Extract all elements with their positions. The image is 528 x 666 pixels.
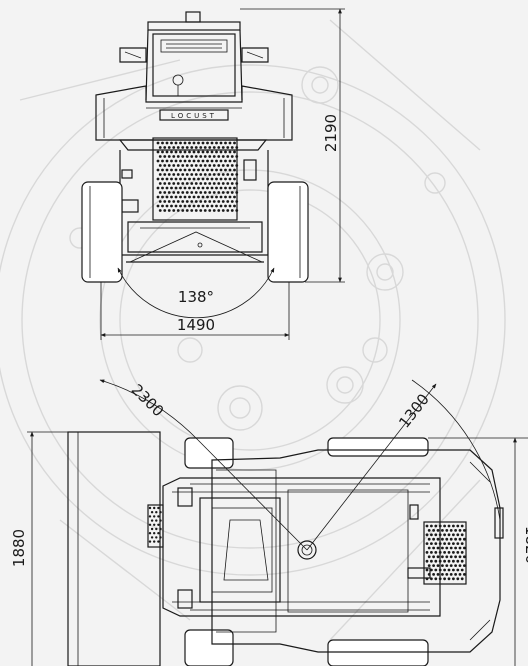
front-height-label: 2190 (322, 114, 340, 152)
top-turn-rear-label: 1300 (395, 390, 433, 431)
top-turn-rear-dimension: 1300 (306, 379, 501, 551)
top-length-right-dimension: 1820 (428, 437, 528, 666)
front-grille-pattern (156, 141, 239, 212)
front-angle-dimension: 138° (117, 231, 275, 319)
top-length-left-label: 1880 (10, 529, 28, 567)
front-angle-label: 138° (178, 288, 214, 306)
front-height-dimension: 2190 (240, 8, 345, 283)
front-badge-text: LOCUST (171, 112, 217, 120)
top-view-drawing (67, 431, 504, 666)
front-width-label: 1490 (177, 316, 215, 334)
engine-grille-pattern (425, 524, 466, 581)
front-width-dimension: 1490 (100, 282, 290, 340)
front-view-drawing: LOCUST (81, 11, 309, 283)
top-length-left-dimension: 1880 (10, 431, 70, 666)
bucket-plate-pattern (148, 506, 162, 543)
top-length-right-label: 1820 (522, 526, 528, 564)
background-watermark (0, 19, 506, 641)
